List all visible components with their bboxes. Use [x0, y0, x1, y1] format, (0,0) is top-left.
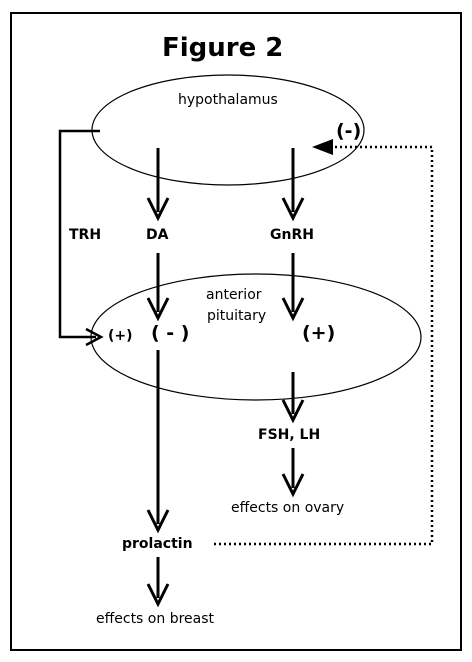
trh-arrowhead	[85, 327, 104, 347]
feedback-arrowhead	[312, 139, 333, 155]
effects-on-ovary-label: effects on ovary	[231, 500, 345, 516]
figure-title: Figure 2	[162, 33, 284, 63]
fshlh-to-ovary-arrowhead	[281, 473, 305, 498]
trh-pathway-line	[58, 129, 100, 339]
hypothalamus-feedback-sign: (-)	[336, 120, 362, 142]
prolactin-feedback-dotted-line	[214, 145, 434, 546]
da-label: DA	[146, 227, 169, 243]
gnrh-label: GnRH	[270, 227, 314, 243]
prolactin-label: prolactin	[122, 536, 193, 552]
hypothalamus-label: hypothalamus	[178, 92, 278, 108]
trh-effect-sign: (+)	[108, 328, 133, 344]
pituitary-to-fshlh-arrowhead	[281, 399, 305, 424]
fsh-lh-label: FSH, LH	[258, 427, 321, 443]
gnrh-effect-sign: (+)	[302, 322, 336, 344]
pituitary-to-prolactin-arrowhead	[146, 509, 170, 534]
effects-on-breast-label: effects on breast	[96, 611, 215, 627]
prolactin-to-breast-arrowhead	[146, 583, 170, 608]
hypothalamus-to-gnrh-arrowhead	[281, 197, 305, 222]
da-effect-sign: ( - )	[151, 322, 190, 344]
da-to-pituitary-arrowhead	[146, 297, 170, 322]
pituitary-label-line2: pituitary	[207, 308, 267, 324]
figure-frame	[10, 12, 462, 651]
trh-label: TRH	[69, 227, 102, 243]
pituitary-label-line1: anterior	[206, 287, 262, 303]
hypothalamus-to-da-arrowhead	[146, 197, 170, 222]
gnrh-to-pituitary-arrowhead	[281, 297, 305, 322]
